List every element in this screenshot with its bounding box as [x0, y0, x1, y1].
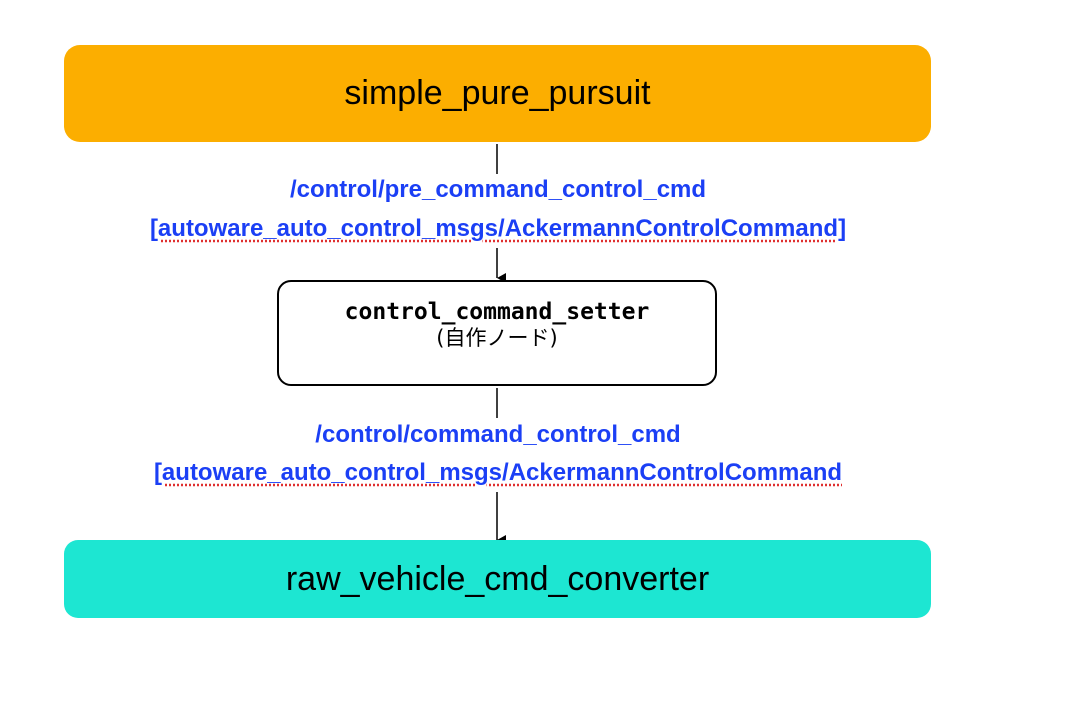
- edge-2-type: [autoware_auto_control_msgs/AckermannCon…: [153, 459, 843, 486]
- edge-2-topic: /control/command_control_cmd: [315, 421, 681, 448]
- node-raw-vehicle-cmd-converter-label: raw_vehicle_cmd_converter: [285, 559, 710, 598]
- node-control-command-setter: control_command_setter (自作ノード): [277, 280, 717, 386]
- edge-1-type: [autoware_auto_control_msgs/AckermannCon…: [149, 215, 847, 242]
- node-control-command-setter-note: (自作ノード): [436, 326, 558, 350]
- edge-1-topic: /control/pre_command_control_cmd: [289, 176, 707, 203]
- node-control-command-setter-name: control_command_setter: [344, 299, 650, 325]
- node-simple-pure-pursuit-label: simple_pure_pursuit: [344, 74, 651, 112]
- node-raw-vehicle-cmd-converter: raw_vehicle_cmd_converter: [64, 540, 931, 618]
- node-simple-pure-pursuit: simple_pure_pursuit: [64, 45, 931, 142]
